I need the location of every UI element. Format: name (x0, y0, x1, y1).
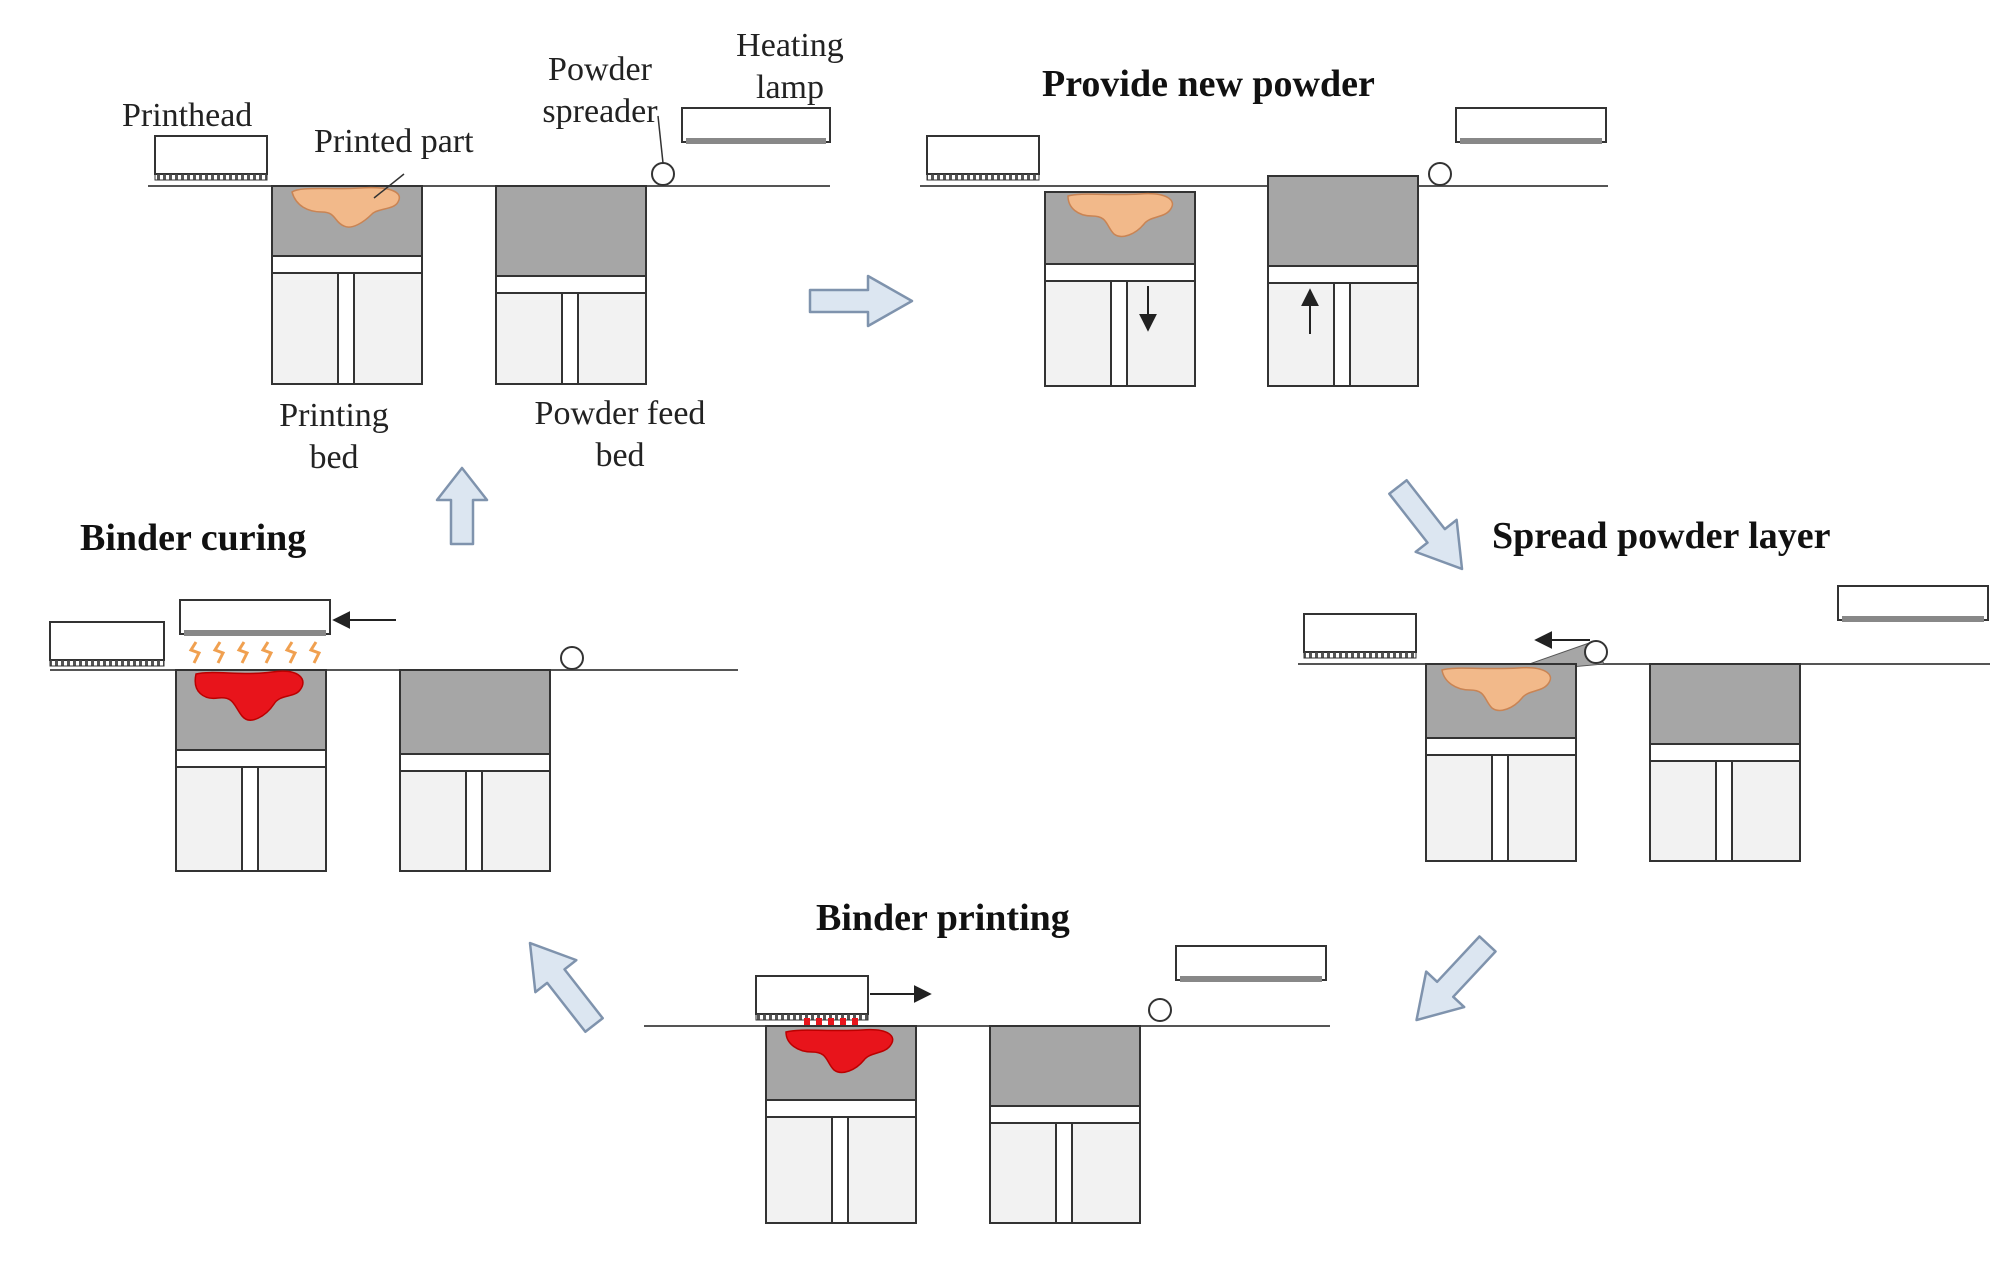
printing-bed (1425, 663, 1577, 862)
printing-bed (271, 185, 423, 385)
stage-spread-powder-layer: Spread powder layer (1298, 515, 1990, 862)
printhead (49, 621, 165, 667)
cycle-arrow-down-left (1415, 935, 1497, 1022)
printing-bed (175, 669, 327, 872)
printed-part-label: Printed part (314, 123, 474, 160)
heat-rays (188, 641, 322, 664)
binder-droplets (804, 1018, 858, 1026)
stage-binder-printing: Binder printing (644, 897, 1330, 1224)
powder-spreader-label-line1: Powder (548, 51, 653, 88)
step-title-binder-curing: Binder curing (80, 517, 306, 559)
printing-bed-label-line2: bed (309, 439, 358, 476)
powder-feed-bed (495, 185, 647, 385)
powder-feed-bed (989, 1025, 1141, 1224)
powder-feed-bed (1267, 175, 1419, 387)
powder-feed-bed (399, 669, 551, 872)
powder-spreader-roller (560, 646, 584, 670)
heating-lamp (179, 599, 331, 636)
powder-feed-bed-label-line1: Powder feed (535, 395, 706, 432)
printhead (926, 135, 1040, 181)
printing-bed (765, 1025, 917, 1224)
powder-spreader-roller (1428, 162, 1452, 186)
heating-lamp (1175, 945, 1327, 982)
printhead (755, 975, 869, 1021)
powder-feed-bed (1649, 663, 1801, 862)
heating-lamp-label-line2: lamp (756, 69, 824, 106)
step-title-binder-printing: Binder printing (816, 897, 1070, 939)
cycle-arrows (435, 274, 1497, 1033)
heating-lamp (1837, 585, 1989, 622)
stage-initial: Printhead Printed part Powder spreader H… (122, 27, 844, 476)
step-title-provide-new-powder: Provide new powder (1042, 63, 1375, 105)
cycle-arrow-up (435, 466, 489, 546)
powder-spreader-label-line2: spreader (542, 93, 658, 130)
printing-bed (1044, 191, 1196, 387)
cycle-arrow-up-left (528, 941, 604, 1033)
cycle-arrow-right (808, 274, 914, 328)
cycle-arrow-down-right (1388, 479, 1464, 571)
printing-bed-label-line1: Printing (279, 397, 389, 434)
powder-spreader-roller (651, 162, 675, 186)
powder-spreader-roller (1148, 998, 1172, 1022)
step-title-spread-powder-layer: Spread powder layer (1492, 515, 1831, 557)
powder-feed-bed-label-line2: bed (595, 437, 644, 474)
printhead (1303, 613, 1417, 659)
printhead (154, 135, 268, 181)
printhead-label: Printhead (122, 97, 252, 134)
stage-provide-new-powder: Provide new powder (920, 63, 1608, 387)
heating-lamp (681, 107, 831, 144)
heating-lamp (1455, 107, 1607, 144)
stage-binder-curing: Binder curing (49, 517, 738, 872)
powder-spreader-roller (1584, 640, 1608, 664)
heating-lamp-label-line1: Heating (736, 27, 844, 64)
